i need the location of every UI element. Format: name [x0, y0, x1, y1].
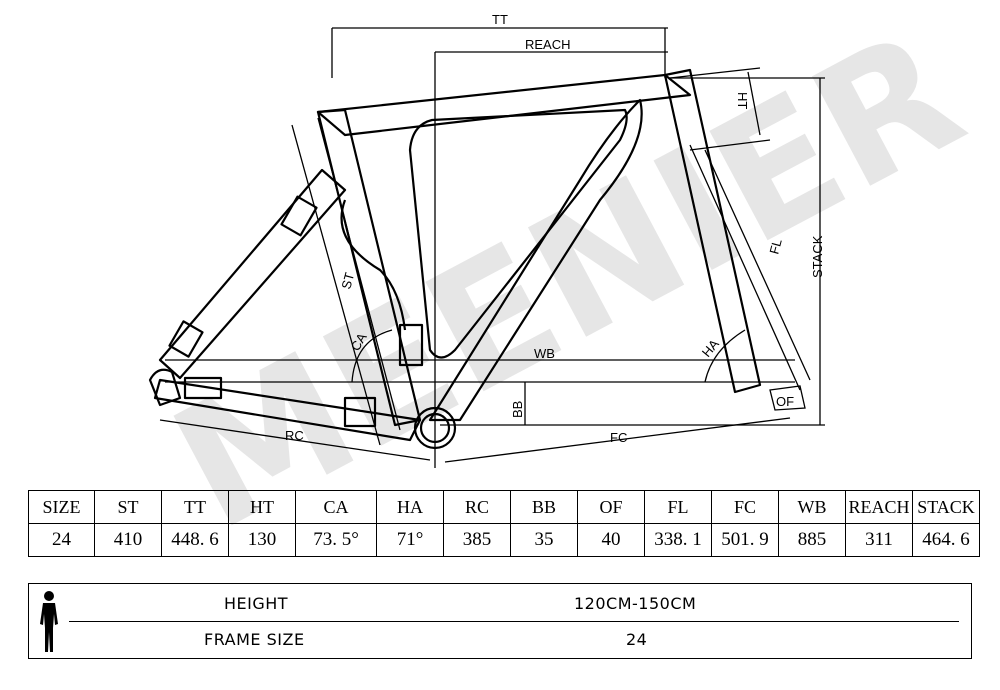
- label-st: ST: [338, 271, 357, 291]
- height-value: 120CM-150CM: [574, 594, 697, 613]
- head-tube: [663, 68, 762, 394]
- value-fl: 338. 1: [644, 523, 712, 557]
- rear-dropout: [148, 368, 182, 407]
- top-tube: [316, 73, 692, 137]
- cable-port-2: [168, 320, 204, 358]
- fc-dimension: [444, 417, 791, 463]
- value-of: 40: [577, 523, 645, 557]
- reach-dimension: [434, 51, 668, 468]
- geometry-header-row: SIZE ST TT HT CA HA RC BB OF FL FC WB RE…: [28, 490, 980, 524]
- frame-size-label: FRAME SIZE: [204, 630, 305, 649]
- value-stack: 464. 6: [912, 523, 980, 557]
- ha-arc: [704, 329, 746, 383]
- tt-dimension: [331, 27, 668, 78]
- value-wb: 885: [778, 523, 846, 557]
- wb-dimension: [165, 359, 795, 383]
- header-tt: TT: [161, 490, 229, 524]
- header-wb: WB: [778, 490, 846, 524]
- bottom-bracket: [413, 406, 457, 450]
- value-tt: 448. 6: [161, 523, 229, 557]
- ht-dimension: [669, 67, 771, 151]
- of-dimension: [769, 385, 806, 411]
- size-guide-box: HEIGHT 120CM-150CM FRAME SIZE 24: [28, 583, 972, 659]
- person-silhouette-icon: [40, 591, 58, 652]
- label-bb: BB: [510, 401, 525, 418]
- label-ha: HA: [699, 336, 722, 360]
- cable-port-3: [183, 376, 223, 400]
- label-of: OF: [776, 394, 794, 409]
- cable-port-1: [280, 195, 318, 237]
- label-reach: REACH: [525, 37, 571, 52]
- value-ca: 73. 5°: [295, 523, 377, 557]
- frame-size-value: 24: [626, 630, 648, 649]
- value-ht: 130: [228, 523, 296, 557]
- header-reach: REACH: [845, 490, 913, 524]
- height-label: HEIGHT: [224, 594, 289, 613]
- rc-dimension: [159, 419, 431, 461]
- value-rc: 385: [443, 523, 511, 557]
- value-reach: 311: [845, 523, 913, 557]
- value-st: 410: [94, 523, 162, 557]
- value-size: 24: [28, 523, 95, 557]
- label-ht: HT: [735, 92, 750, 109]
- value-ha: 71°: [376, 523, 444, 557]
- inner-cable: [340, 199, 407, 331]
- geometry-value-row: 24 410 448. 6 130 73. 5° 71° 385 35 40 3…: [28, 523, 980, 557]
- cable-port-4: [343, 396, 377, 428]
- stack-dimension: [440, 77, 825, 426]
- header-st: ST: [94, 490, 162, 524]
- header-bb: BB: [510, 490, 578, 524]
- label-fl: FL: [766, 237, 784, 256]
- header-ha: HA: [376, 490, 444, 524]
- down-tube: [428, 98, 643, 422]
- value-fc: 501. 9: [711, 523, 779, 557]
- label-fc: FC: [610, 430, 627, 445]
- header-fc: FC: [711, 490, 779, 524]
- seat-stay: [158, 168, 347, 380]
- header-size: SIZE: [28, 490, 95, 524]
- ca-arc: [351, 329, 393, 383]
- geometry-table: SIZE ST TT HT CA HA RC BB OF FL FC WB RE…: [28, 490, 980, 557]
- header-stack: STACK: [912, 490, 980, 524]
- fl-dimension: [689, 144, 811, 391]
- header-ht: HT: [228, 490, 296, 524]
- label-stack: STACK: [810, 235, 825, 278]
- chain-stay: [153, 378, 422, 442]
- main-triangle-window: [408, 108, 628, 359]
- label-rc: RC: [285, 428, 304, 443]
- cable-port-5: [398, 323, 424, 367]
- header-ca: CA: [295, 490, 377, 524]
- value-bb: 35: [510, 523, 578, 557]
- label-tt: TT: [492, 12, 508, 27]
- size-guide-divider: [69, 621, 959, 622]
- header-fl: FL: [644, 490, 712, 524]
- label-wb: WB: [534, 346, 555, 361]
- header-of: OF: [577, 490, 645, 524]
- header-rc: RC: [443, 490, 511, 524]
